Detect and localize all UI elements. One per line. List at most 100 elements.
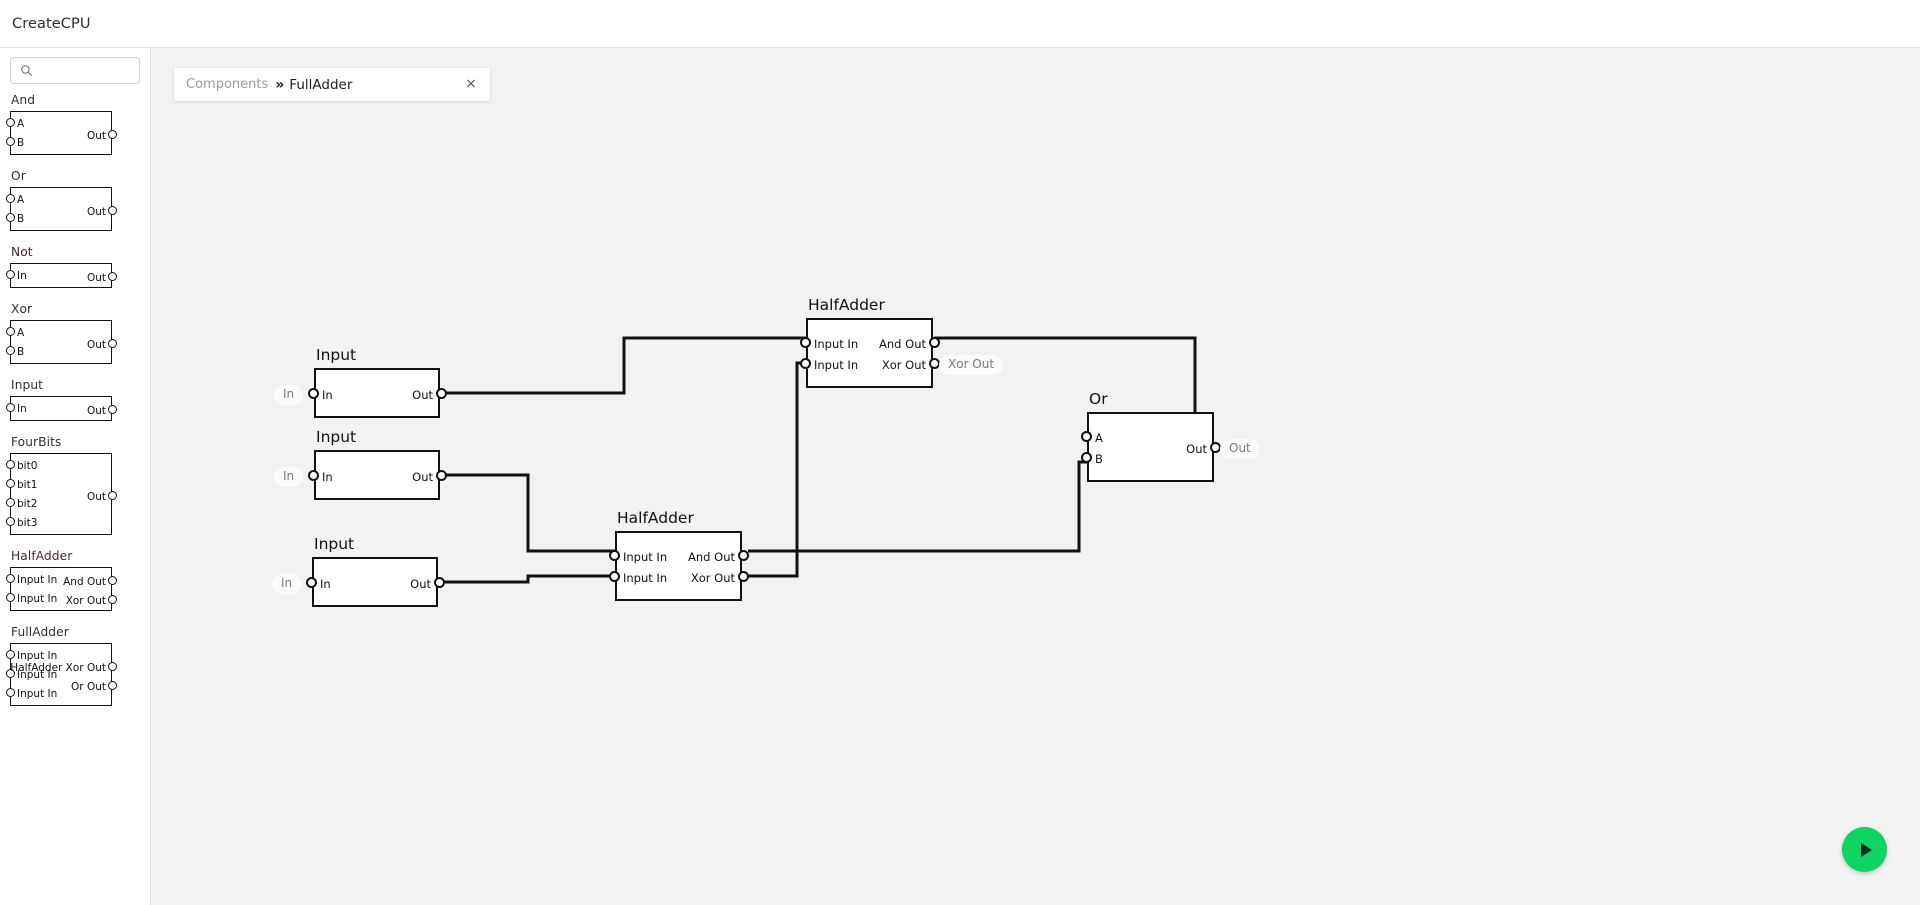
palette-pin-input[interactable] — [5, 593, 15, 602]
node-body[interactable] — [312, 557, 438, 607]
palette-pin-label: In — [17, 403, 27, 415]
palette-pin-label: B — [17, 137, 25, 149]
palette-pin-input[interactable] — [5, 270, 15, 279]
palette-pin-input[interactable] — [5, 194, 15, 203]
node-input-pin[interactable] — [1080, 452, 1092, 463]
title-bar: CreateCPU — [0, 0, 1920, 48]
node-body[interactable] — [806, 318, 933, 388]
palette-pin-input[interactable] — [5, 137, 15, 146]
palette-chip-input[interactable]: In Out — [5, 396, 117, 421]
node-output-pin[interactable] — [737, 571, 749, 582]
palette-pin-output[interactable] — [107, 595, 117, 604]
close-icon[interactable]: × — [465, 76, 477, 92]
palette-pin-output[interactable] — [107, 490, 117, 500]
palette-pin-input[interactable] — [5, 688, 15, 697]
node-output-pin[interactable] — [928, 337, 940, 348]
palette-pin-input[interactable] — [5, 498, 15, 507]
node-input-pin[interactable] — [307, 387, 319, 399]
node-input-pin-label: Input In — [623, 550, 668, 564]
palette-pin-output[interactable] — [107, 661, 117, 671]
search-input[interactable] — [38, 63, 128, 78]
palette-pin-input[interactable] — [5, 213, 15, 222]
palette-pin-label: Input In — [17, 593, 58, 605]
palette-pin-input[interactable] — [5, 346, 15, 355]
node-external-pin-pill-left[interactable]: In — [272, 573, 302, 594]
palette-pin-label: bit2 — [17, 498, 38, 510]
palette-group-label: Xor — [11, 302, 33, 316]
node-input-pin-label: Input In — [814, 358, 859, 372]
node-output-pin[interactable] — [737, 550, 749, 561]
palette-pin-output[interactable] — [107, 338, 117, 348]
palette-pin-input[interactable] — [5, 517, 15, 526]
palette-group-label: Or — [11, 169, 26, 183]
palette-pin-input[interactable] — [5, 669, 15, 678]
palette-pin-input[interactable] — [5, 574, 15, 583]
search-box[interactable] — [10, 57, 140, 84]
palette-pin-output[interactable] — [107, 405, 117, 414]
node-external-pin-pill-left[interactable]: In — [274, 466, 304, 487]
palette-pin-output[interactable] — [107, 680, 117, 690]
node-body[interactable] — [615, 531, 742, 601]
palette-pin-output[interactable] — [107, 576, 117, 585]
node-input-pin[interactable] — [608, 571, 620, 582]
circuit-canvas[interactable]: Components » FullAdder × Inpu — [151, 48, 1920, 905]
run-circuit-button[interactable] — [1842, 827, 1887, 872]
node-body[interactable] — [314, 368, 440, 418]
palette-pin-label: Out — [86, 338, 106, 351]
tab-label: FullAdder — [289, 76, 353, 93]
wire-input3-to-halfadderbottom-in2 — [439, 574, 621, 584]
node-output-pin[interactable] — [435, 387, 447, 399]
palette-pin-label: A — [17, 327, 25, 339]
node-external-pin-pill-left[interactable]: In — [274, 384, 304, 405]
node-output-pin[interactable] — [1209, 441, 1221, 453]
editor-tab-fulladder[interactable]: Components » FullAdder × — [174, 68, 490, 101]
node-input-pin[interactable] — [608, 550, 620, 561]
palette-pin-label: Out — [86, 405, 106, 417]
palette-pin-output[interactable] — [107, 272, 117, 281]
node-input-pin[interactable] — [307, 469, 319, 481]
palette-pin-input[interactable] — [5, 650, 15, 659]
node-output-pin[interactable] — [433, 576, 445, 588]
palette-pin-input[interactable] — [5, 460, 15, 469]
palette-pin-input[interactable] — [5, 118, 15, 127]
node-body[interactable] — [1087, 412, 1214, 482]
node-input-pin[interactable] — [305, 576, 317, 588]
node-input-pin[interactable] — [1080, 431, 1092, 442]
play-icon — [1861, 842, 1872, 857]
node-external-pin-pill-right[interactable]: Xor Out — [939, 355, 1004, 376]
node-external-pin-pill-right[interactable]: Out — [1220, 438, 1260, 459]
node-output-pin[interactable] — [928, 358, 940, 369]
palette-pin-label: Out — [86, 272, 106, 284]
palette-pin-output[interactable] — [107, 129, 117, 139]
node-input-pin[interactable] — [799, 358, 811, 369]
breadcrumb-root[interactable]: Components — [186, 77, 269, 92]
palette-pin-input[interactable] — [5, 327, 15, 336]
node-output-pin[interactable] — [435, 469, 447, 481]
palette-pin-input[interactable] — [5, 479, 15, 488]
palette-pin-output[interactable] — [107, 205, 117, 215]
node-input-pin[interactable] — [799, 337, 811, 348]
palette-pin-input[interactable] — [5, 403, 15, 412]
palette-pin-label: B — [17, 346, 25, 358]
